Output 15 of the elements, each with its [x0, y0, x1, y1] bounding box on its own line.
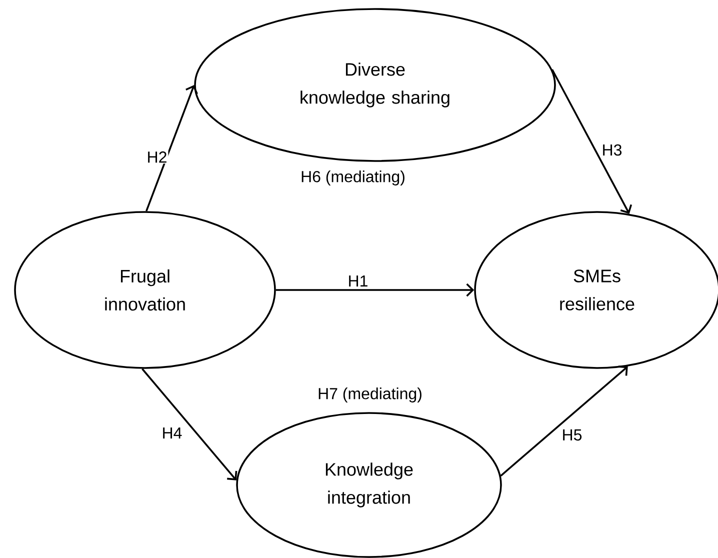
- edge-label: H3: [600, 143, 624, 157]
- hypothesis-label: H7 (mediating): [318, 388, 422, 402]
- edge-label: H4: [160, 426, 184, 440]
- ellipse-node: Diverse knowledge sharing: [194, 8, 556, 162]
- ellipse-node: Frugal innovation: [14, 211, 276, 369]
- edge-label: H1: [346, 274, 370, 288]
- arrow: [551, 69, 632, 214]
- arrow: [500, 366, 628, 476]
- arrow: [276, 283, 474, 297]
- edge-label: H2: [146, 150, 168, 164]
- arrow: [146, 85, 198, 212]
- ellipse-node: Knowledge integration: [236, 412, 502, 558]
- arrow: [142, 368, 238, 480]
- hypothesis-label: H6 (mediating): [302, 170, 404, 186]
- edge-label: H5: [560, 428, 584, 442]
